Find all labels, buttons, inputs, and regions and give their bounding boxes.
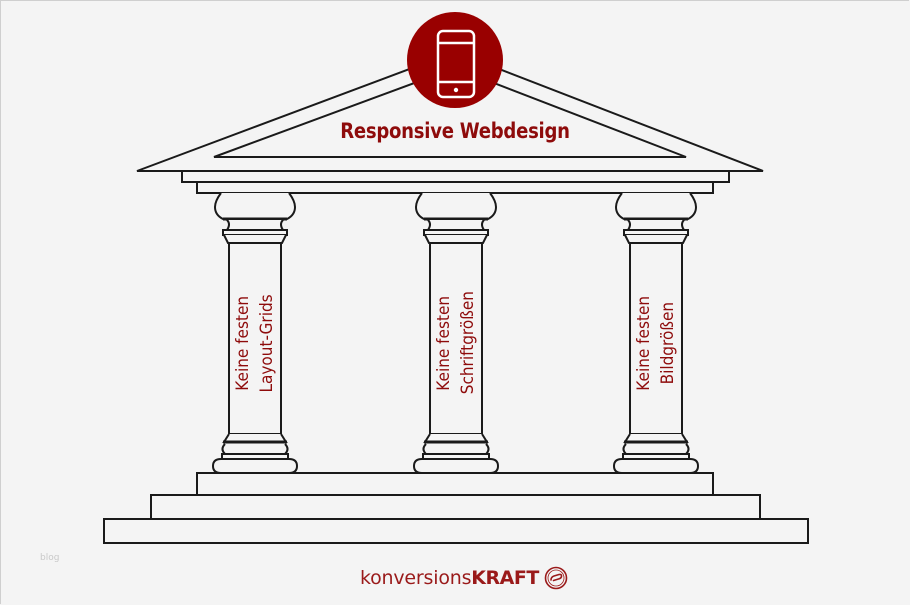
top-circle bbox=[407, 12, 503, 108]
pillar-label-1: Keine festen Layout-Grids bbox=[227, 253, 283, 433]
pillar-label-line2: Schriftgrößen bbox=[458, 291, 478, 395]
column-3 bbox=[612, 192, 700, 474]
entablature-bottom bbox=[196, 181, 714, 194]
konversionskraft-logo-icon bbox=[544, 566, 568, 590]
column-2 bbox=[412, 192, 500, 474]
step-middle bbox=[150, 494, 761, 520]
pillar-label-line1: Keine festen bbox=[233, 295, 253, 391]
logo-text-light: konversions bbox=[360, 567, 472, 589]
pillar-label-line1: Keine festen bbox=[434, 295, 454, 391]
pillar-label-2: Keine festen Schriftgrößen bbox=[428, 253, 484, 433]
pillar-label-3: Keine festen Bildgrößen bbox=[628, 253, 684, 433]
step-bottom bbox=[103, 518, 809, 544]
logo-text-bold: KRAFT bbox=[471, 567, 539, 589]
roof-inner bbox=[213, 66, 687, 158]
entablature-top bbox=[181, 170, 730, 183]
smartphone-icon bbox=[436, 29, 476, 99]
step-top bbox=[196, 472, 714, 496]
diagram-title: Responsive Webdesign bbox=[340, 119, 570, 143]
brand-logo: konversions KRAFT bbox=[360, 565, 568, 591]
pillar-label-line2: Bildgrößen bbox=[658, 301, 678, 385]
pillar-label-line2: Layout-Grids bbox=[257, 293, 277, 393]
pillar-label-line1: Keine festen bbox=[634, 295, 654, 391]
column-1 bbox=[211, 192, 299, 474]
watermark-text: blog bbox=[40, 553, 60, 563]
